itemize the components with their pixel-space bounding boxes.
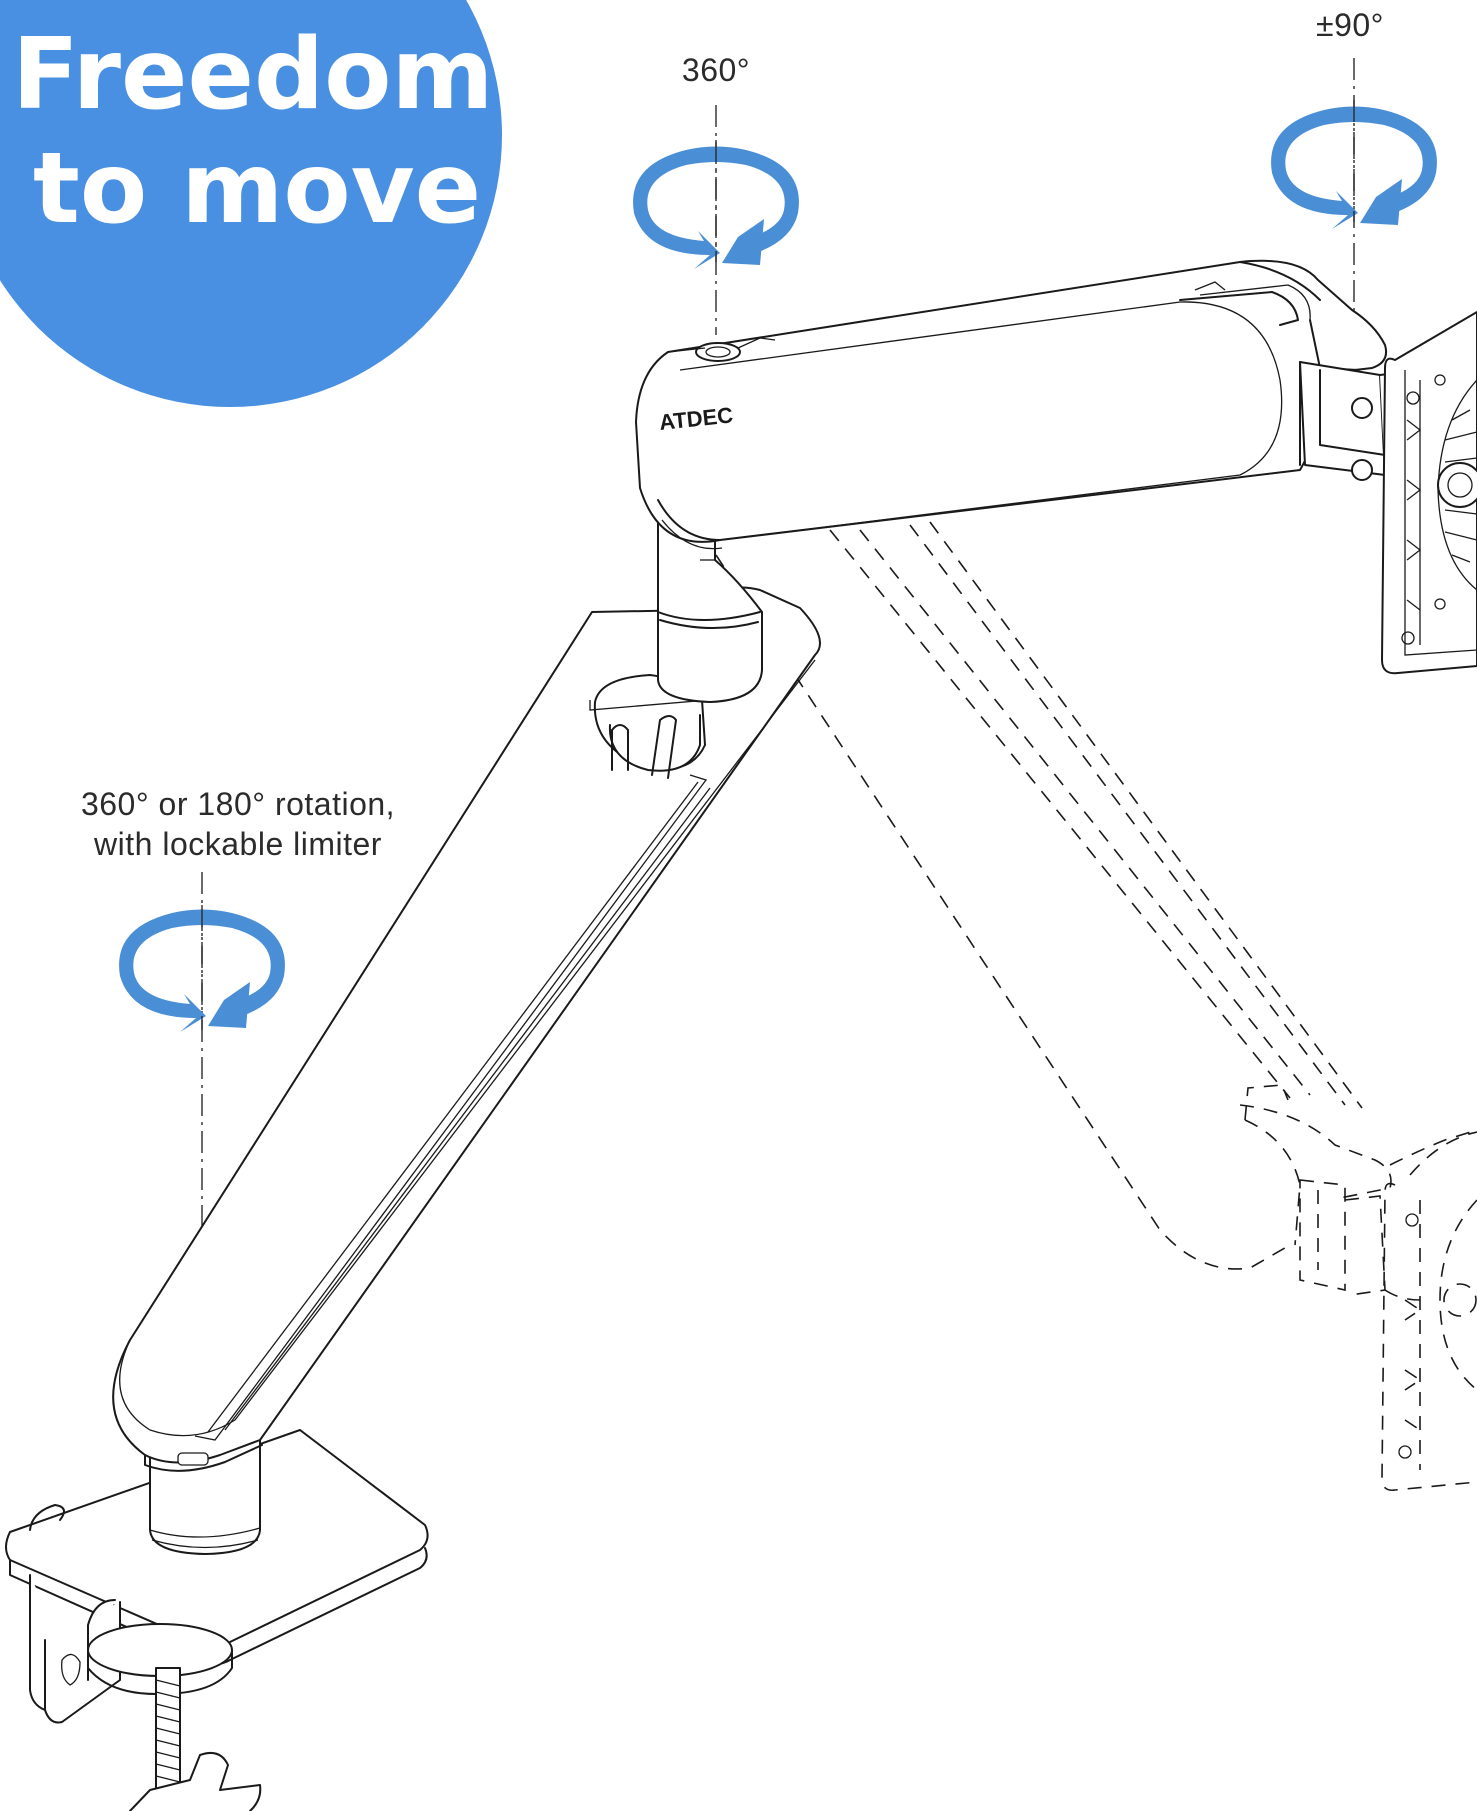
ghost-plate-hub	[1443, 1283, 1477, 1317]
callout-base-label-line-2: with lockable limiter	[93, 826, 382, 862]
upper-forearm: ATDEC	[635, 259, 1388, 550]
ghost-forearm	[715, 521, 1477, 1492]
callout-tilt-label: ±90°	[1316, 7, 1384, 43]
vesa-head	[1299, 311, 1477, 675]
hero-circle	[0, 0, 502, 407]
clamp-screw	[155, 1667, 181, 1794]
lower-arm	[112, 586, 821, 1472]
elbow-column	[657, 499, 763, 703]
vesa-plate-hub	[1437, 462, 1477, 508]
rotation-arrow-top-joint-icon	[633, 146, 799, 269]
callout-top-joint-label: 360°	[682, 52, 750, 88]
hero-line-1: Freedom	[12, 18, 494, 132]
rotation-arrow-base-icon	[119, 909, 285, 1032]
base-post	[149, 1439, 261, 1555]
rotation-arrow-tilt-icon	[1271, 106, 1437, 229]
hero-line-2: to move	[33, 132, 481, 246]
callout-base-label-line-1: 360° or 180° rotation,	[81, 786, 395, 822]
hero-badge: Freedom to move	[0, 0, 502, 407]
